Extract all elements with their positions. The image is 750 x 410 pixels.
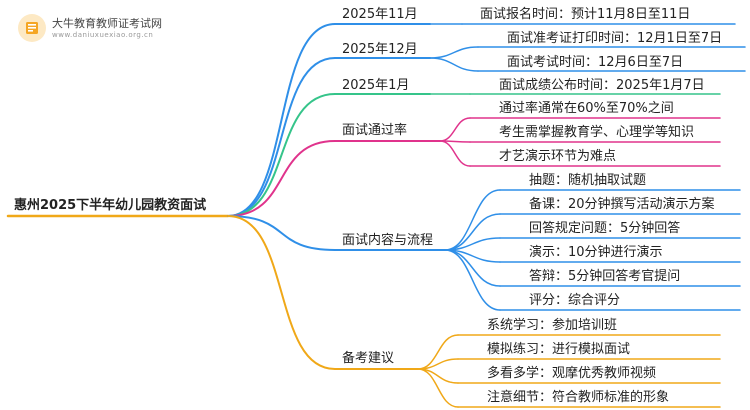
leaf-details: 注意细节：符合教师标准的形象: [487, 390, 670, 405]
branch-connector-0: [227, 23, 336, 217]
leaf-defense: 答辩：5分钟回答考官提问: [529, 269, 681, 284]
leaf-connector-3-0: [439, 117, 471, 142]
branch-pass-rate: 面试通过率: [342, 123, 408, 138]
leaf-connector-1-1: [429, 57, 479, 72]
branch-connector-5: [227, 215, 336, 370]
branch-connector-1: [227, 57, 336, 217]
leaf-connector-4-5: [444, 249, 501, 311]
leaf-connector-4-0: [444, 189, 501, 251]
leaf-connector-3-2: [439, 140, 471, 167]
leaf-knowledge: 考生需掌握教育学、心理学等知识: [499, 125, 695, 140]
branch-connector-3: [227, 140, 336, 217]
logo-title: 大牛教育教师证考试网: [52, 16, 162, 30]
leaf-score-release: 面试成绩公布时间：2025年1月7日: [499, 78, 705, 93]
branch-2025-1: 2025年1月: [342, 78, 410, 93]
leaf-pass-rate-range: 通过率通常在60%至70%之间: [499, 101, 674, 116]
leaf-mock-practice: 模拟练习：进行模拟面试: [487, 342, 631, 357]
logo-url: www.daniuxuexiao.org.cn: [52, 30, 154, 39]
leaf-registration-time: 面试报名时间：预计11月8日至11日: [480, 7, 691, 22]
branch-2025-12: 2025年12月: [342, 42, 418, 57]
leaf-connector-5-3: [417, 368, 459, 408]
leaf-demonstration: 演示：10分钟进行演示: [529, 245, 663, 260]
site-logo[interactable]: 大牛教育教师证考试网 www.daniuxuexiao.org.cn: [18, 14, 162, 42]
leaf-watch-learn: 多看多学：观摩优秀教师视频: [487, 366, 657, 381]
leaf-talent-difficulty: 才艺演示环节为难点: [499, 149, 617, 164]
book-icon: [18, 14, 46, 42]
branch-prep-advice: 备考建议: [342, 351, 395, 366]
leaf-admission-print-time: 面试准考证打印时间：12月1日至7日: [507, 31, 723, 46]
leaf-lesson-prep: 备课：20分钟撰写活动演示方案: [529, 197, 715, 212]
branch-connector-4: [227, 215, 336, 251]
leaf-answer-questions: 回答规定问题：5分钟回答: [529, 221, 681, 236]
branch-connector-2: [227, 93, 336, 217]
leaf-draw-question: 抽题：随机抽取试题: [529, 173, 647, 188]
leaf-systematic-study: 系统学习：参加培训班: [487, 318, 618, 333]
branch-2025-11: 2025年11月: [342, 7, 418, 22]
leaf-connector-1-0: [429, 46, 479, 59]
branch-content-process: 面试内容与流程: [342, 233, 434, 248]
leaf-exam-time: 面试考试时间：12月6日至7日: [507, 55, 684, 70]
root-node: 惠州2025下半年幼儿园教资面试: [14, 198, 207, 213]
leaf-scoring: 评分：综合评分: [529, 293, 621, 308]
